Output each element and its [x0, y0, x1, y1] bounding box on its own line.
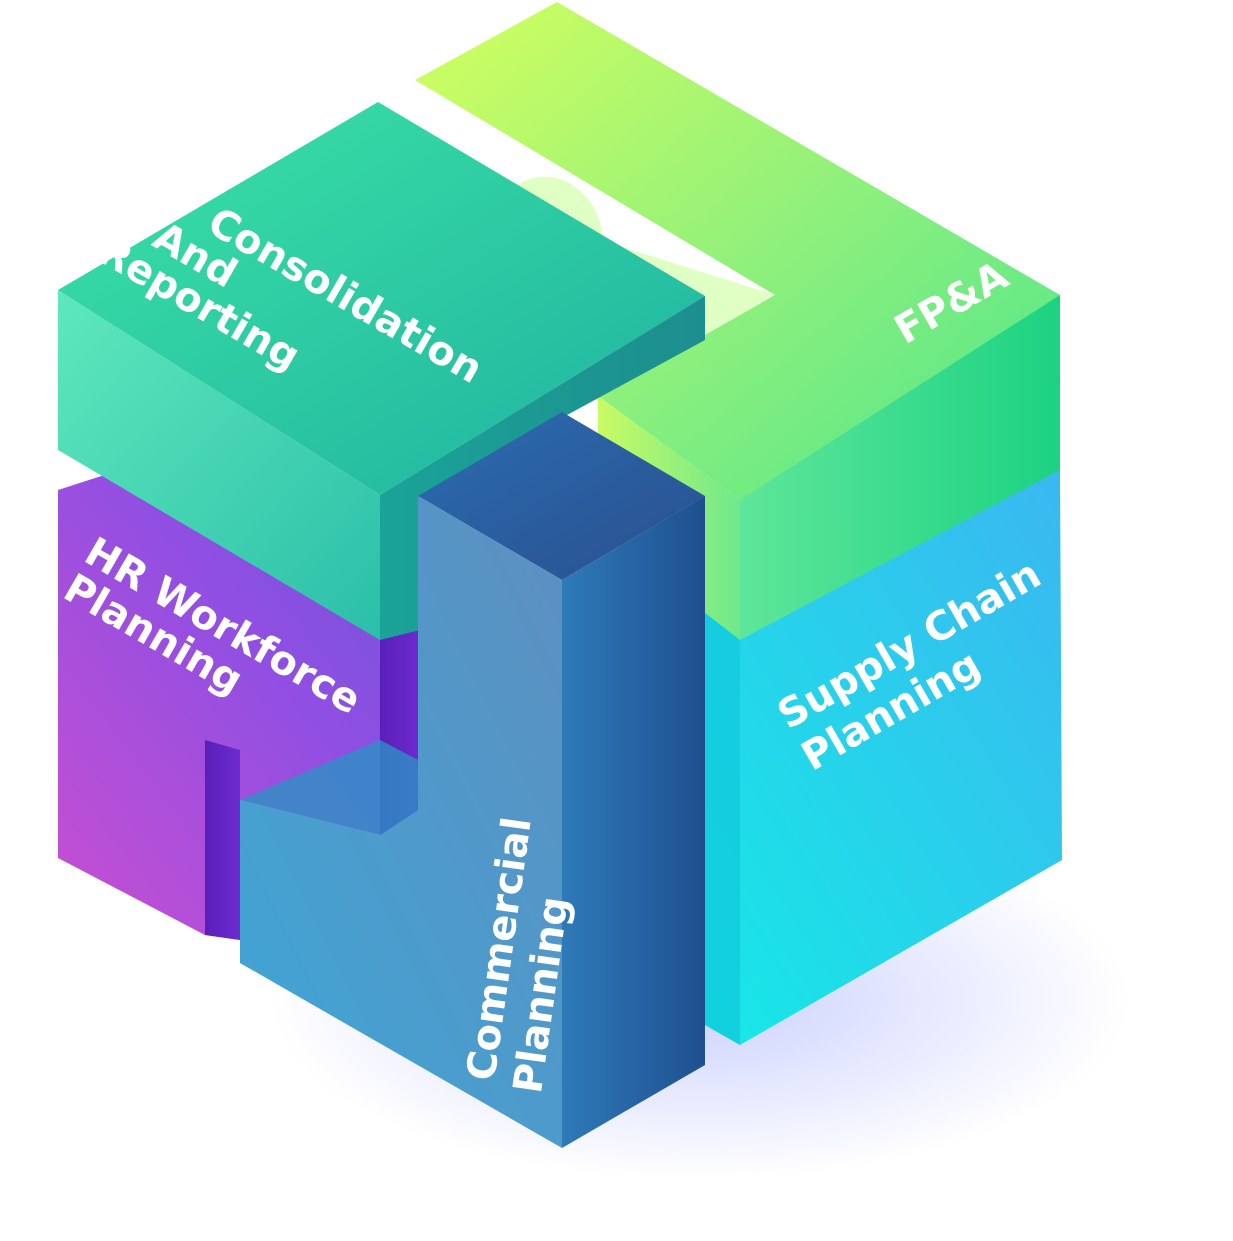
supply-chain-block [705, 470, 1062, 1045]
commercial-block [240, 412, 705, 1148]
consolidation-block [58, 102, 705, 640]
